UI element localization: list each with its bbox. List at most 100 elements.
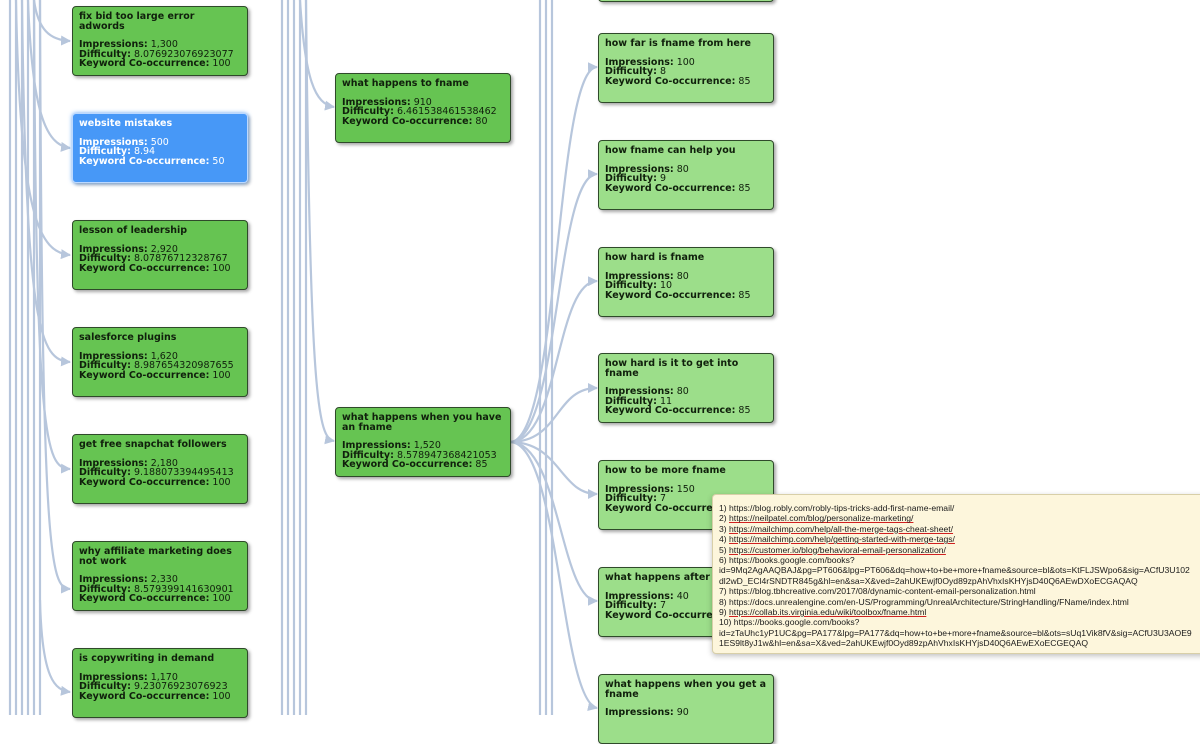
impressions-label: Impressions: xyxy=(605,590,674,602)
keyword-title: what happens to fname xyxy=(342,78,469,89)
impressions-value: 2,920 xyxy=(150,243,178,255)
difficulty-label: Difficulty: xyxy=(79,467,131,478)
keyword-title: get free snapchat followers xyxy=(79,439,227,450)
url-index: 3) xyxy=(719,523,730,534)
difficulty-value: 9.23076923076923 xyxy=(133,681,228,692)
keyword-title: how fname can help you xyxy=(605,145,736,156)
url-line: 7) https://blog.tbhcreative.com/2017/08/… xyxy=(719,586,1036,597)
keyword-node[interactable]: what happens when you get a fname Impres… xyxy=(598,674,774,744)
difficulty-label: Difficulty: xyxy=(79,583,131,595)
impressions-value: 100 xyxy=(676,56,695,68)
cooccurrence-value: 100 xyxy=(212,369,231,381)
keyword-node[interactable]: how far is fname from here Impressions: … xyxy=(598,33,774,103)
keyword-node[interactable] xyxy=(598,0,774,2)
url-line: 4) https://mailchimp.com/help/getting-st… xyxy=(719,534,1200,544)
keyword-title: how hard is fname xyxy=(605,252,705,263)
difficulty-value: 8.579399141630901 xyxy=(133,583,234,595)
cooccurrence-label: Keyword Co-occurrence: xyxy=(605,405,736,416)
cooccurrence-label: Keyword Co-occurrence: xyxy=(79,369,210,381)
cooccurrence-value: 100 xyxy=(212,690,231,702)
cooccurrence-value: 85 xyxy=(738,405,751,416)
cooccurrence-label: Keyword Co-occurrence: xyxy=(79,262,210,274)
keyword-node[interactable]: what happens when you have an fname Impr… xyxy=(335,407,511,477)
impressions-label: Impressions: xyxy=(605,270,674,282)
cooccurrence-label: Keyword Co-occurrence: xyxy=(79,476,210,488)
url-link[interactable]: https://customer.io/blog/behavioral-emai… xyxy=(729,544,946,555)
url-link[interactable]: https://mailchimp.com/help/getting-start… xyxy=(729,534,955,545)
keyword-title: fix bid too large error adwords xyxy=(79,11,195,32)
difficulty-value: 8.07876712328767 xyxy=(133,253,228,264)
keyword-title: is copywriting in demand xyxy=(79,653,215,664)
url-index: 5) xyxy=(719,544,730,555)
url-line: 6) https://books.google.com/books? xyxy=(719,555,855,566)
impressions-value: 2,180 xyxy=(150,457,178,469)
url-line: id=zTaUhc1yP1UC&pg=PA177&lpg=PA177&dq=ho… xyxy=(719,627,1192,638)
difficulty-value: 8.94 xyxy=(133,146,156,157)
difficulty-label: Difficulty: xyxy=(605,395,657,407)
keyword-node[interactable]: is copywriting in demand Impressions: 1,… xyxy=(72,648,248,718)
impressions-label: Impressions: xyxy=(605,163,674,175)
source-urls-tooltip: 1) https://blog.robly.com/robly-tips-tri… xyxy=(712,494,1200,654)
cooccurrence-label: Keyword Co-occurrence: xyxy=(605,609,736,621)
cooccurrence-label: Keyword Co-occurrence: xyxy=(79,155,210,167)
keyword-title: how hard is it to get into fname xyxy=(605,358,739,379)
impressions-value: 40 xyxy=(676,590,689,602)
cooccurrence-label: Keyword Co-occurrence: xyxy=(605,289,736,301)
url-line: 8) https://docs.unrealengine.com/en-US/P… xyxy=(719,596,1129,607)
impressions-label: Impressions: xyxy=(79,457,148,469)
keyword-title: what happens after a fr xyxy=(605,572,732,583)
difficulty-value: 7 xyxy=(659,493,666,504)
keyword-node[interactable]: lesson of leadership Impressions: 2,920 … xyxy=(72,220,248,290)
connector-edges xyxy=(8,0,598,715)
impressions-label: Impressions: xyxy=(342,440,411,451)
keyword-node[interactable]: how hard is fname Impressions: 80 Diffic… xyxy=(598,247,774,317)
cooccurrence-value: 100 xyxy=(212,262,231,274)
url-line: 9) https://collab.its.virginia.edu/wiki/… xyxy=(719,607,1200,617)
url-link[interactable]: https://mailchimp.com/help/all-the-merge… xyxy=(729,523,954,534)
keyword-node[interactable]: how fname can help you Impressions: 80 D… xyxy=(598,140,774,210)
keyword-node[interactable]: salesforce plugins Impressions: 1,620 Di… xyxy=(72,327,248,397)
impressions-value: 1,300 xyxy=(150,39,178,50)
keyword-node[interactable]: get free snapchat followers Impressions:… xyxy=(72,434,248,504)
impressions-value: 1,620 xyxy=(150,350,178,362)
keyword-node[interactable]: what happens to fname Impressions: 910 D… xyxy=(335,73,511,143)
impressions-value: 80 xyxy=(676,386,689,397)
cooccurrence-label: Keyword Co-occurrence: xyxy=(79,690,210,702)
keyword-title: how to be more fname xyxy=(605,465,726,476)
keyword-node[interactable]: why affiliate marketing does not work Im… xyxy=(72,541,248,611)
impressions-value: 1,520 xyxy=(413,440,441,451)
difficulty-label: Difficulty: xyxy=(79,146,131,157)
impressions-value: 500 xyxy=(150,136,169,148)
keyword-node[interactable]: how to be more fname Impressions: 150 Di… xyxy=(598,460,774,530)
impressions-value: 80 xyxy=(676,270,689,282)
impressions-label: Impressions: xyxy=(79,136,148,148)
impressions-value: 910 xyxy=(413,96,432,108)
cooccurrence-value: 85 xyxy=(738,75,751,87)
difficulty-value: 11 xyxy=(659,395,673,407)
url-index: 4) xyxy=(719,534,730,545)
impressions-label: Impressions: xyxy=(605,483,674,495)
keyword-title: lesson of leadership xyxy=(79,225,188,236)
difficulty-value: 9.188073394495413 xyxy=(133,467,234,478)
cooccurrence-value: 85 xyxy=(738,289,751,301)
difficulty-label: Difficulty: xyxy=(79,681,131,692)
difficulty-label: Difficulty: xyxy=(605,493,657,504)
url-link[interactable]: https://collab.its.virginia.edu/wiki/too… xyxy=(729,607,927,618)
url-link[interactable]: https://neilpatel.com/blog/personalize-m… xyxy=(729,513,914,524)
cooccurrence-label: Keyword Co-occurrence: xyxy=(605,502,736,514)
cooccurrence-value: 50 xyxy=(212,155,225,167)
keyword-title: why affiliate marketing does not work xyxy=(79,546,232,567)
keyword-node-selected[interactable]: website mistakes Impressions: 500 Diffic… xyxy=(72,113,248,183)
difficulty-value: 8.987654320987655 xyxy=(133,360,234,371)
impressions-label: Impressions: xyxy=(342,96,411,108)
keyword-node[interactable]: how hard is it to get into fname Impress… xyxy=(598,353,774,423)
cooccurrence-label: Keyword Co-occurrence: xyxy=(605,75,736,87)
url-line: 3) https://mailchimp.com/help/all-the-me… xyxy=(719,524,1200,534)
url-line: 1ES9lt8yJ1w&hl=en&sa=X&ved=2ahUKEwjf0Oyd… xyxy=(719,638,1089,649)
keyword-node[interactable]: fix bid too large error adwords Impressi… xyxy=(72,6,248,76)
url-line: 5) https://customer.io/blog/behavioral-e… xyxy=(719,545,1200,555)
difficulty-value: 8.076923076923077 xyxy=(133,48,234,60)
url-line: dl2wD_ECl4rSNDTR845g&hl=en&sa=X&ved=2ahU… xyxy=(719,575,1138,586)
cooccurrence-value: 100 xyxy=(212,593,231,604)
difficulty-value: 9 xyxy=(659,173,666,184)
